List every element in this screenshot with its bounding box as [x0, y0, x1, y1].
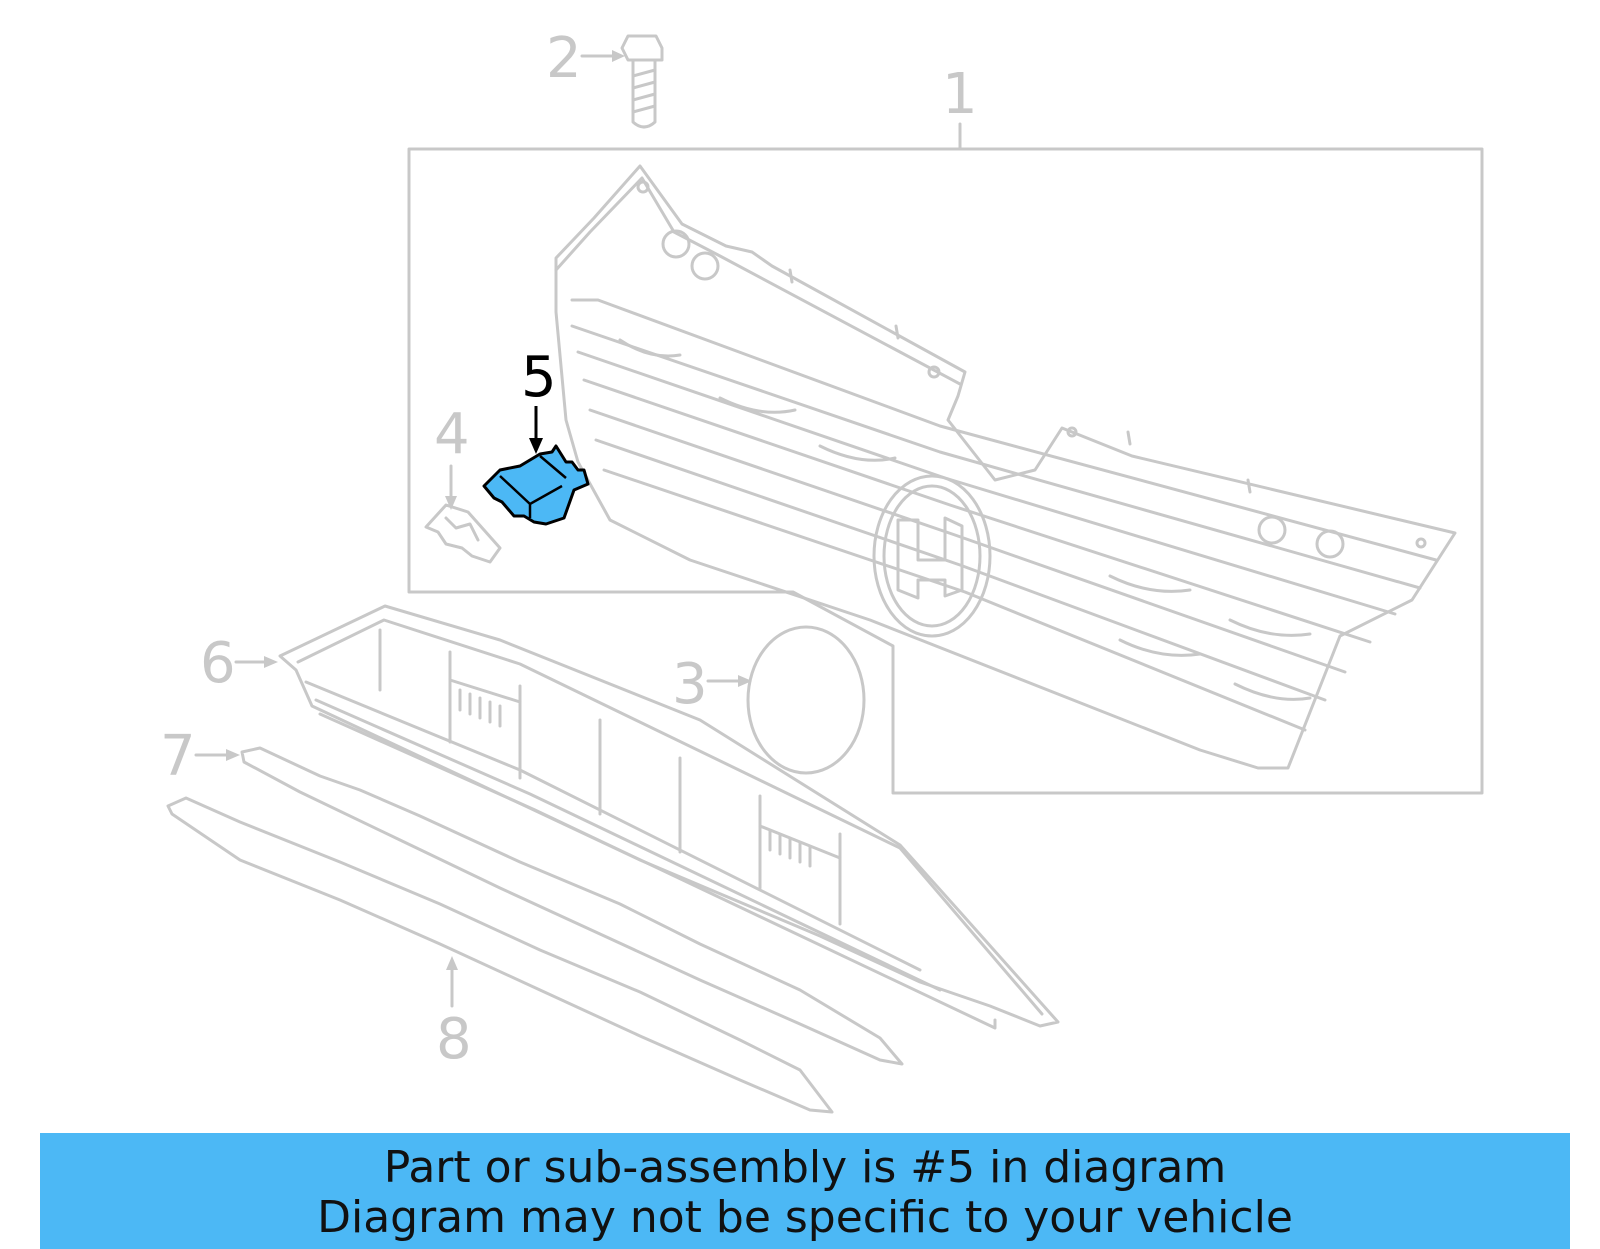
arrowhead-3 — [738, 675, 752, 687]
emblem — [872, 474, 992, 638]
callout-8: 8 — [436, 1007, 472, 1072]
callout-5: 5 — [521, 345, 557, 410]
clip-part-5-highlighted — [482, 444, 590, 526]
arrowhead-2 — [612, 50, 625, 62]
arrowhead-4 — [445, 496, 457, 510]
banner-line-2: Diagram may not be specific to your vehi… — [317, 1192, 1293, 1243]
arrowhead-5 — [529, 438, 543, 454]
bracket-part-4 — [424, 503, 502, 564]
banner-line-1: Part or sub-assembly is #5 in diagram — [383, 1142, 1227, 1193]
lower-strip-part-8 — [166, 796, 834, 1114]
bolt-part-2 — [620, 34, 664, 129]
arrowhead-8 — [446, 956, 458, 970]
trim-strip-part-7 — [240, 746, 904, 1066]
callout-4: 4 — [434, 402, 470, 467]
main-grille-part-1 — [554, 164, 1457, 770]
callout-2: 2 — [546, 26, 582, 91]
arrowhead-7 — [226, 749, 240, 761]
callout-1: 1 — [942, 62, 978, 127]
round-cap-part-3 — [746, 625, 866, 775]
callout-6: 6 — [200, 631, 236, 696]
assembly-outline-box — [407, 147, 1484, 795]
callout-3: 3 — [672, 652, 708, 717]
arrowhead-6 — [264, 656, 278, 668]
callout-7: 7 — [160, 724, 196, 789]
lower-grille-part-6 — [278, 604, 1060, 1030]
info-banner: Part or sub-assembly is #5 in diagram Di… — [40, 1133, 1570, 1249]
